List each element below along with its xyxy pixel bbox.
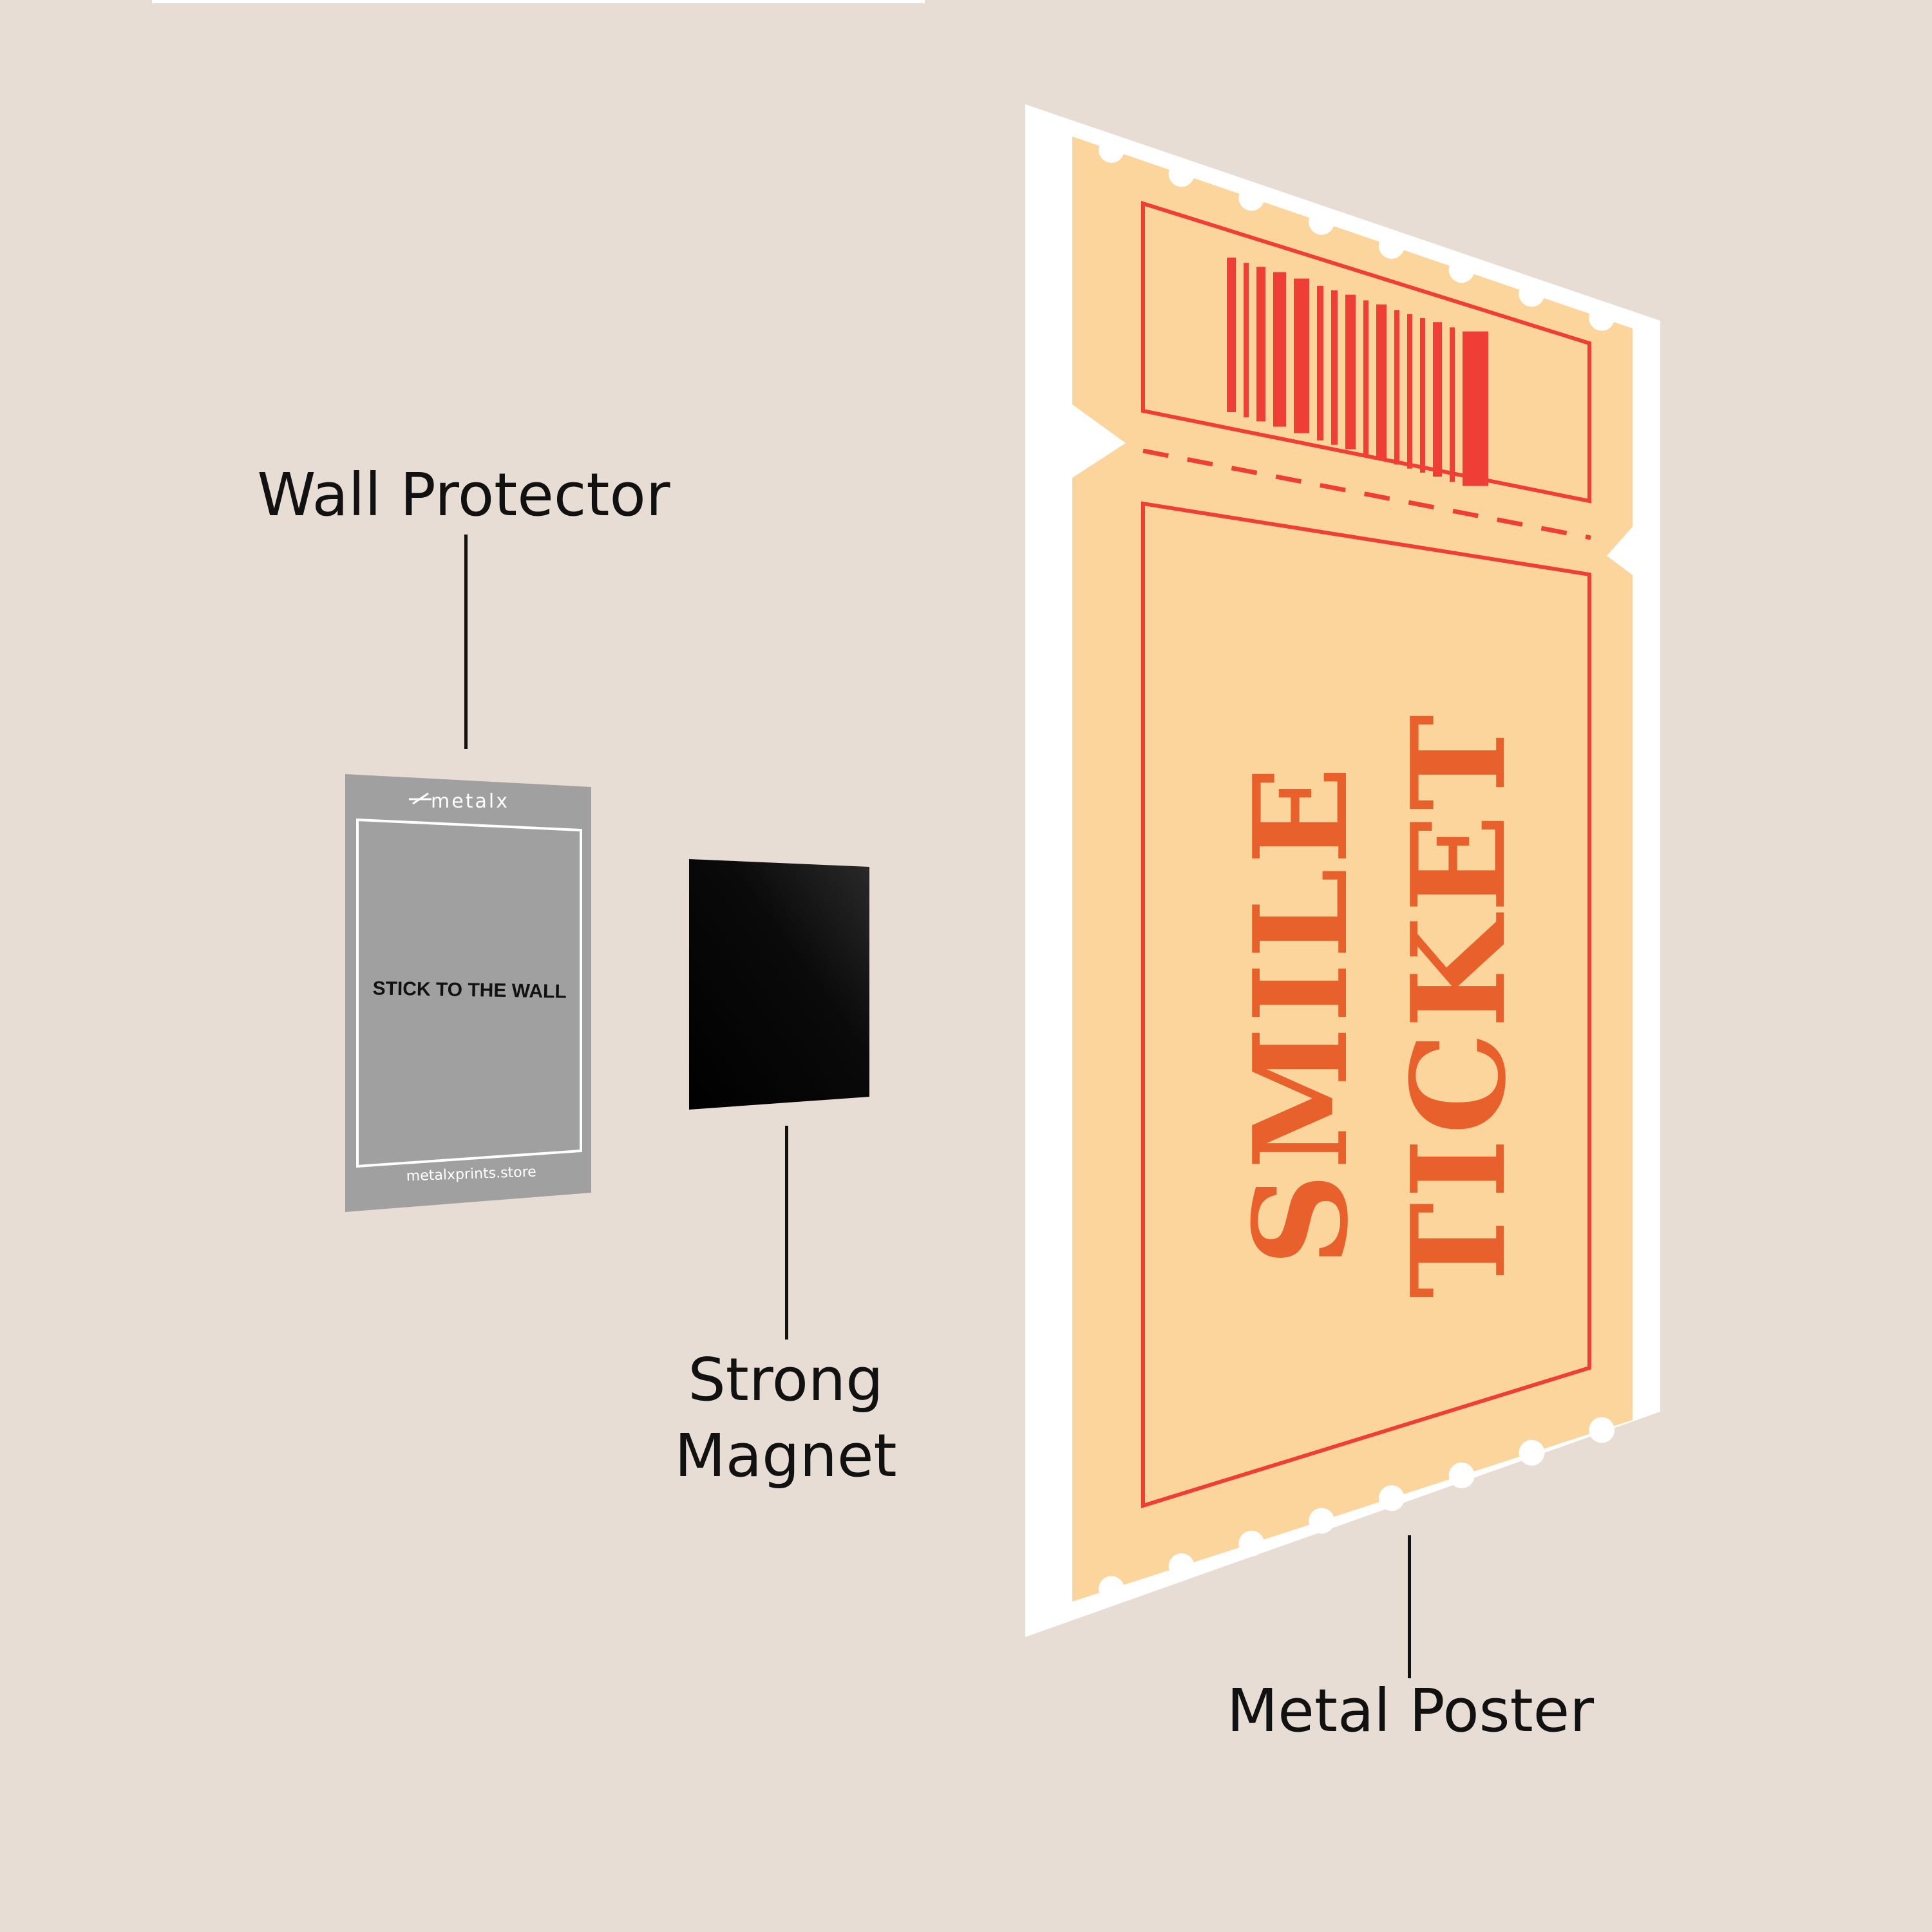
poster-title-line1: SMILE — [1226, 762, 1377, 1266]
ticket-perforation — [1448, 257, 1475, 283]
ticket-perforation — [1309, 209, 1335, 235]
barcode-bar — [1256, 267, 1265, 422]
barcode-bar — [1331, 290, 1338, 445]
barcode-bar — [1244, 263, 1249, 418]
ticket-perforation — [1168, 161, 1195, 187]
strong-magnet — [689, 859, 869, 1110]
barcode-bar — [1394, 310, 1399, 465]
ticket-stub-frame — [1141, 200, 1591, 504]
ticket-perforation — [1098, 1576, 1124, 1602]
strong-magnet-label-line1: Strong — [688, 1345, 884, 1414]
wall-protector-card: metalx STICK TO THE WALL metalxprints.st… — [345, 774, 591, 1212]
barcode-bar — [1463, 331, 1488, 486]
barcode-bar — [1317, 285, 1323, 440]
ticket-main-frame — [1141, 501, 1591, 1509]
top-edge-strip — [152, 0, 925, 3]
ticket-perforation — [1378, 232, 1405, 259]
barcode-bar — [1407, 314, 1412, 469]
ticket-bottom-perforations — [1098, 1417, 1615, 1602]
ticket-perforation — [1309, 1508, 1335, 1534]
wall-protector-plate — [345, 774, 591, 1212]
metal-poster-label: Metal Poster — [1226, 1676, 1595, 1745]
ticket-perforation — [1519, 281, 1545, 307]
ticket-perforation — [1519, 1439, 1545, 1466]
strong-magnet-label-line2: Magnet — [674, 1421, 897, 1490]
poster-title-line2: TICKET — [1383, 711, 1535, 1299]
barcode-bar — [1420, 317, 1425, 473]
strong-magnet-plate — [689, 859, 869, 1110]
strong-magnet-leader-line — [785, 1126, 788, 1340]
ticket-body — [1072, 137, 1633, 1602]
strong-magnet-label: Strong Magnet — [592, 1342, 979, 1494]
barcode-bar — [1345, 294, 1356, 450]
ticket-perforation — [1238, 1530, 1265, 1557]
wall-protector-center-text: STICK TO THE WALL — [372, 978, 567, 1002]
metal-poster: SMILE TICKET — [1025, 104, 1660, 1637]
ticket-perforation — [1448, 1463, 1475, 1489]
barcode-bar — [1363, 300, 1368, 455]
barcode-bar — [1227, 258, 1236, 412]
barcode-bar — [1450, 327, 1455, 482]
barcode-bar — [1376, 304, 1387, 459]
ticket-top-perforations — [1098, 137, 1615, 331]
ticket-perforation — [1168, 1553, 1195, 1580]
ticket-perforation — [1378, 1485, 1405, 1511]
ticket-perforation — [1589, 1417, 1615, 1443]
wall-protector-leader-line — [464, 535, 468, 749]
ticket-perforation — [1098, 137, 1124, 163]
wall-protector-brand: metalx — [431, 790, 509, 813]
barcode-bar — [1433, 322, 1442, 477]
tear-line — [1142, 448, 1591, 540]
wall-protector-label: Wall Protector — [257, 460, 670, 529]
metalx-logo-icon — [409, 792, 431, 805]
barcode-bar — [1273, 272, 1286, 427]
barcode-bar — [1294, 278, 1309, 433]
barcode — [1227, 258, 1488, 486]
ticket-perforation — [1589, 305, 1615, 331]
wall-protector-inner-frame — [356, 818, 582, 1168]
ticket-perforation — [1238, 185, 1265, 211]
metal-poster-leader-line — [1408, 1535, 1411, 1678]
